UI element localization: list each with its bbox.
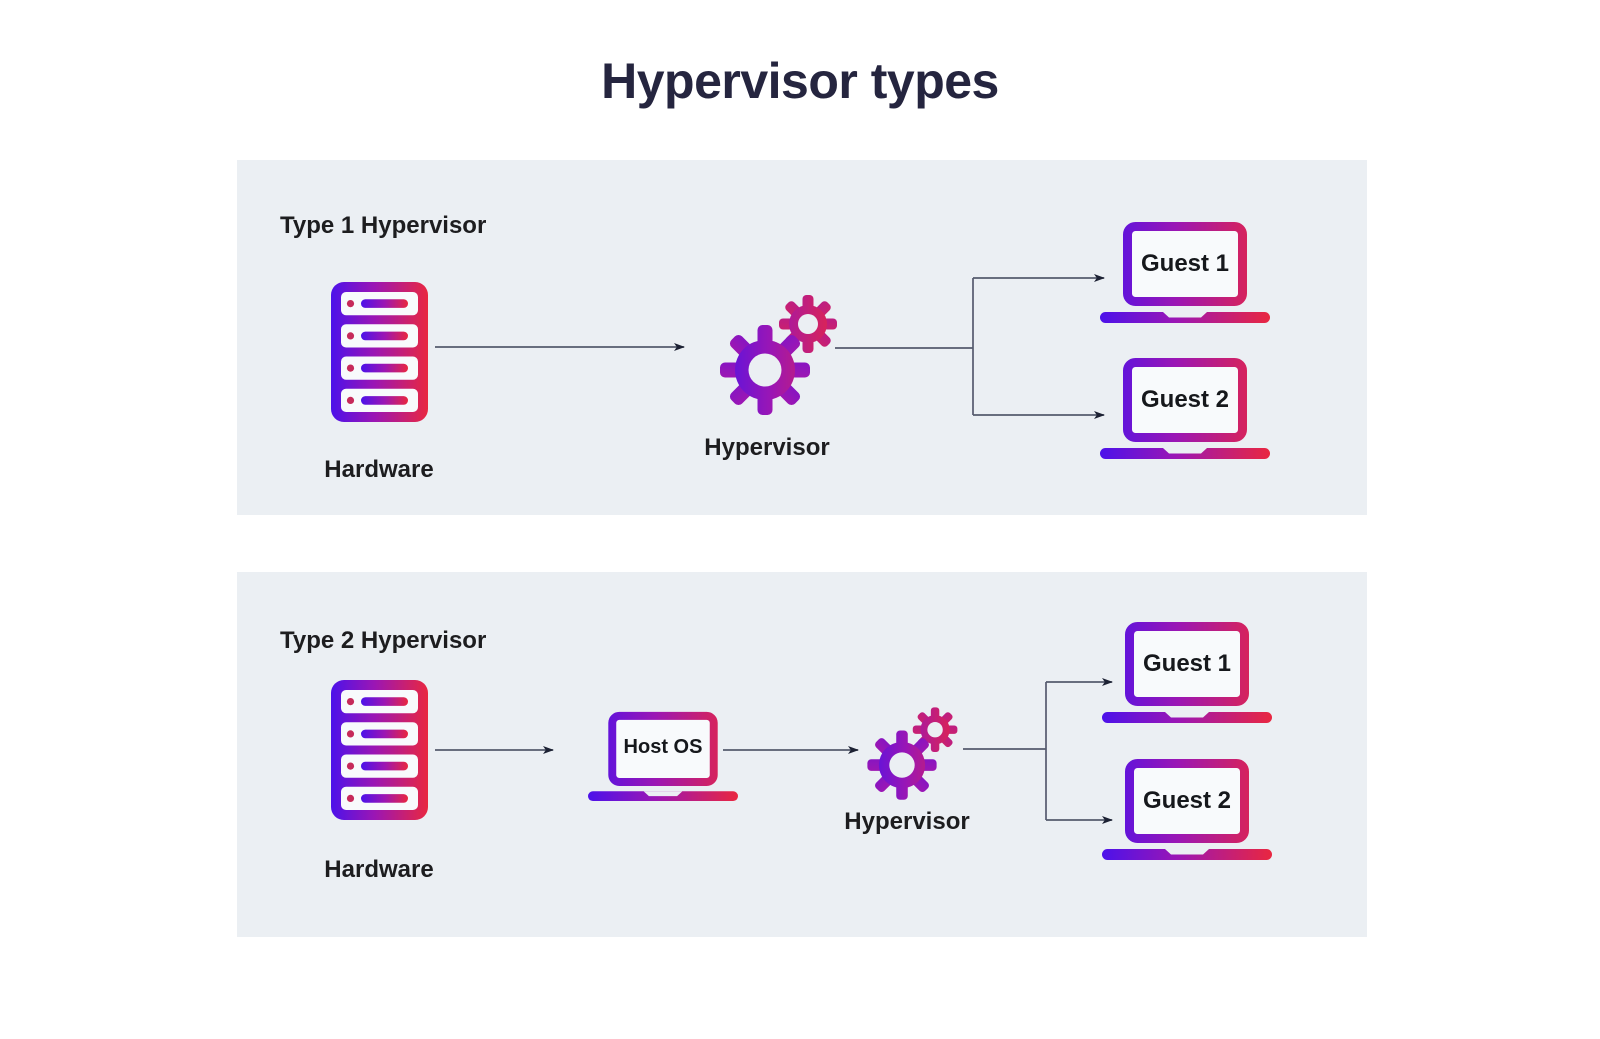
hypervisor-label: Hypervisor: [844, 808, 970, 835]
type2-connectors: [435, 678, 1113, 824]
guest1-label: Guest 1: [1140, 250, 1230, 277]
hardware-label: Hardware: [324, 456, 434, 483]
guest1-laptop-icon: Guest 1: [1100, 220, 1270, 324]
guest1-laptop-icon: Guest 1: [1102, 620, 1272, 724]
server-icon: [331, 680, 428, 820]
page-title: Hypervisor types: [601, 53, 999, 109]
server-icon: [331, 282, 428, 422]
guest2-label: Guest 2: [1140, 386, 1230, 413]
guest2-laptop-icon: Guest 2: [1102, 757, 1272, 861]
hardware-label: Hardware: [324, 856, 434, 883]
gears-icon: [713, 288, 843, 418]
type1-panel-title: Type 1 Hypervisor: [280, 212, 487, 239]
hostos-laptop-icon: Host OS: [588, 710, 738, 802]
type2-panel: Type 2 Hypervisor: [237, 572, 1367, 937]
hostos-label: Host OS: [623, 736, 703, 758]
gears-icon: [862, 702, 962, 802]
type2-panel-title: Type 2 Hypervisor: [280, 627, 487, 654]
branch-line-hypervisor-to-guests: [835, 278, 974, 415]
guest2-label: Guest 2: [1142, 787, 1232, 814]
type1-connectors: [435, 274, 1105, 419]
guest2-laptop-icon: Guest 2: [1100, 356, 1270, 460]
type1-panel: Type 1 Hypervisor: [237, 160, 1367, 515]
branch-line-hypervisor-to-guests: [963, 682, 1047, 820]
hypervisor-label: Hypervisor: [704, 434, 830, 461]
guest1-label: Guest 1: [1142, 650, 1232, 677]
